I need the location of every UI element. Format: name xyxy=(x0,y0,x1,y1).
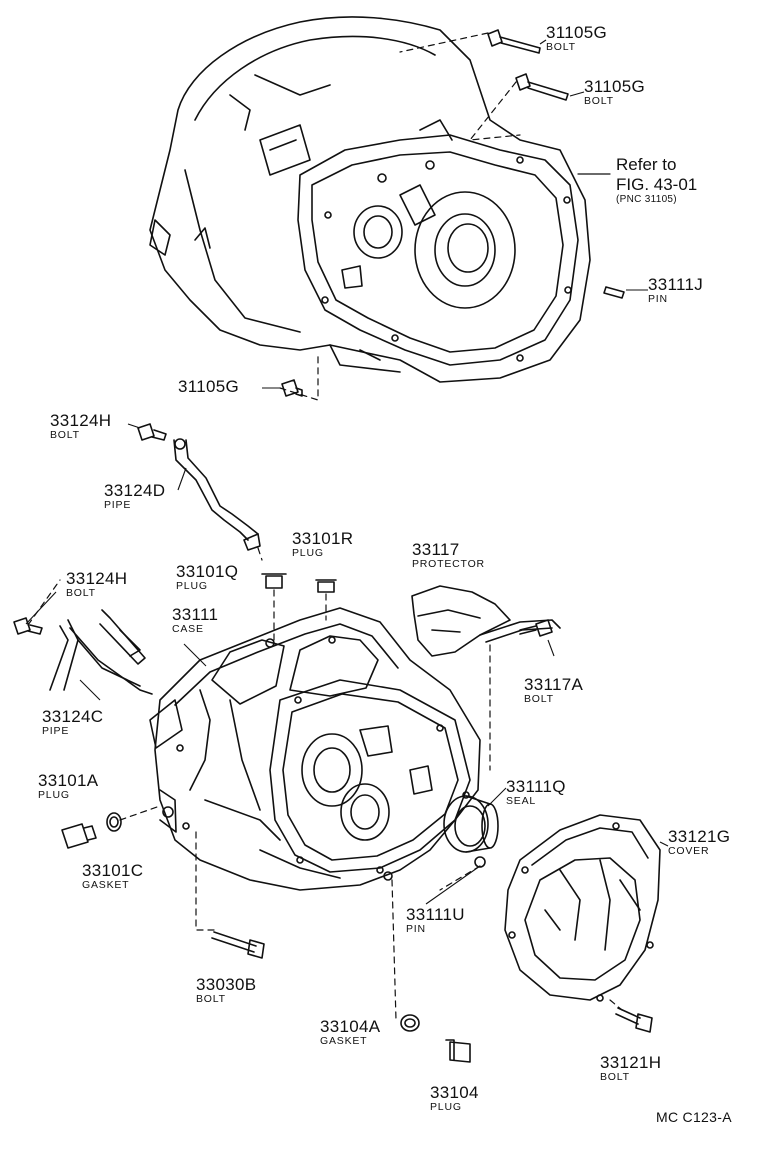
part-name: BOLT xyxy=(50,429,80,441)
part-number: 33111Q xyxy=(506,777,566,796)
callout-33111-case: 33111 CASE xyxy=(172,606,218,635)
part-number: 33104 xyxy=(430,1083,479,1102)
part-number: 31105G xyxy=(546,23,608,42)
callout-33101c-gasket: 33101C GASKET xyxy=(82,862,143,891)
callout-31105g-bolt-c: 31105G xyxy=(178,378,239,395)
callout-33121g-cover: 33121G COVER xyxy=(668,828,730,857)
protector-33117-drawing xyxy=(411,585,561,657)
part-name: BOLT xyxy=(584,95,614,107)
callout-33101q-plug: 33101Q PLUG xyxy=(176,563,238,592)
pipe-33124c-drawing xyxy=(13,609,153,695)
transaxle-housing xyxy=(149,16,591,383)
part-number: 33124H xyxy=(66,569,128,588)
plug-33101a-drawing xyxy=(61,812,122,849)
part-name: PLUG xyxy=(176,580,208,592)
part-number: 33121G xyxy=(668,827,731,846)
callout-33101a-plug: 33101A PLUG xyxy=(38,772,98,801)
part-name: PIN xyxy=(406,923,426,935)
part-number: 33104A xyxy=(320,1017,381,1036)
part-name: BOLT xyxy=(600,1071,630,1083)
part-number: 33111 xyxy=(172,605,219,624)
part-number: 33121H xyxy=(600,1053,662,1072)
figure-code: MC C123-A xyxy=(656,1109,732,1125)
part-name: BOLT xyxy=(66,587,96,599)
callout-33101r-plug: 33101R PLUG xyxy=(292,530,353,559)
callout-33111j-pin: 33111J PIN xyxy=(648,276,703,305)
part-number: 31105G xyxy=(178,377,240,396)
pin-33111u-drawing xyxy=(474,856,486,868)
callout-33030b-bolt: 33030B BOLT xyxy=(196,976,256,1005)
part-name: BOLT xyxy=(546,41,576,53)
part-name: BOLT xyxy=(196,993,226,1005)
part-number: 33101A xyxy=(38,771,99,790)
reference-line1: Refer to xyxy=(616,155,677,174)
callout-33124c-pipe: 33124C PIPE xyxy=(42,708,103,737)
gasket-33104a-drawing xyxy=(400,1014,420,1032)
part-name: BOLT xyxy=(524,693,554,705)
cover-33121g-drawing xyxy=(504,814,661,1002)
part-name: CASE xyxy=(172,623,204,635)
part-number: 33030B xyxy=(196,975,257,994)
part-name: GASKET xyxy=(82,879,130,891)
transmission-case-drawing xyxy=(149,607,481,891)
bolt-33121h-drawing xyxy=(615,1007,653,1033)
callout-33124h-bolt-a: 33124H BOLT xyxy=(50,412,111,441)
callout-33117-protector: 33117 PROTECTOR xyxy=(412,541,485,570)
callout-31105g-bolt-a: 31105G BOLT xyxy=(546,24,607,53)
pin-33111j-drawing xyxy=(603,286,625,299)
callout-33104a-gasket: 33104A GASKET xyxy=(320,1018,380,1047)
part-number: 33117A xyxy=(524,675,584,694)
part-number: 33111J xyxy=(648,275,704,294)
part-number: 33124C xyxy=(42,707,104,726)
part-name: COVER xyxy=(668,845,710,857)
plug-33101r-drawing xyxy=(315,579,337,593)
part-name: SEAL xyxy=(506,795,537,807)
label-leaders xyxy=(25,39,669,905)
callout-33124d-pipe: 33124D PIPE xyxy=(104,482,165,511)
reference-line2: FIG. 43-01 xyxy=(616,175,698,194)
part-number: 33111U xyxy=(406,905,465,924)
part-name: PIN xyxy=(648,293,668,305)
part-name: PLUG xyxy=(292,547,324,559)
callout-33117a-bolt: 33117A BOLT xyxy=(524,676,583,705)
callout-33121h-bolt: 33121H BOLT xyxy=(600,1054,661,1083)
plug-33101q-drawing xyxy=(261,573,287,589)
bolt-33030b-drawing xyxy=(211,931,265,959)
part-name: PLUG xyxy=(38,789,70,801)
part-number: 33124D xyxy=(104,481,166,500)
callout-31105g-bolt-b: 31105G BOLT xyxy=(584,78,645,107)
callout-33111u-pin: 33111U PIN xyxy=(406,906,465,935)
callout-33124h-bolt-b: 33124H BOLT xyxy=(66,570,127,599)
part-name: PLUG xyxy=(430,1101,462,1113)
reference-line3: (PNC 31105) xyxy=(616,194,677,205)
callout-33104-plug: 33104 PLUG xyxy=(430,1084,479,1113)
part-number: 33124H xyxy=(50,411,112,430)
part-name: GASKET xyxy=(320,1035,368,1047)
bolt-33117a-drawing xyxy=(519,619,553,637)
top-leader-lines xyxy=(279,32,521,401)
part-number: 31105G xyxy=(584,77,646,96)
part-number: 33117 xyxy=(412,540,460,559)
seal-33111q-drawing xyxy=(443,795,499,853)
pipe-33124d-drawing xyxy=(137,423,261,551)
callout-33111q-seal: 33111Q SEAL xyxy=(506,778,566,807)
part-name: PIPE xyxy=(42,725,70,737)
part-name: PROTECTOR xyxy=(412,558,485,570)
part-number: 33101R xyxy=(292,529,354,548)
part-number: 33101C xyxy=(82,861,144,880)
plug-33104-drawing xyxy=(445,1039,471,1063)
bolt-31105g-top-drawing xyxy=(281,29,569,397)
reference-note: Refer to FIG. 43-01 (PNC 31105) xyxy=(616,155,697,205)
part-name: PIPE xyxy=(104,499,132,511)
part-number: 33101Q xyxy=(176,562,239,581)
